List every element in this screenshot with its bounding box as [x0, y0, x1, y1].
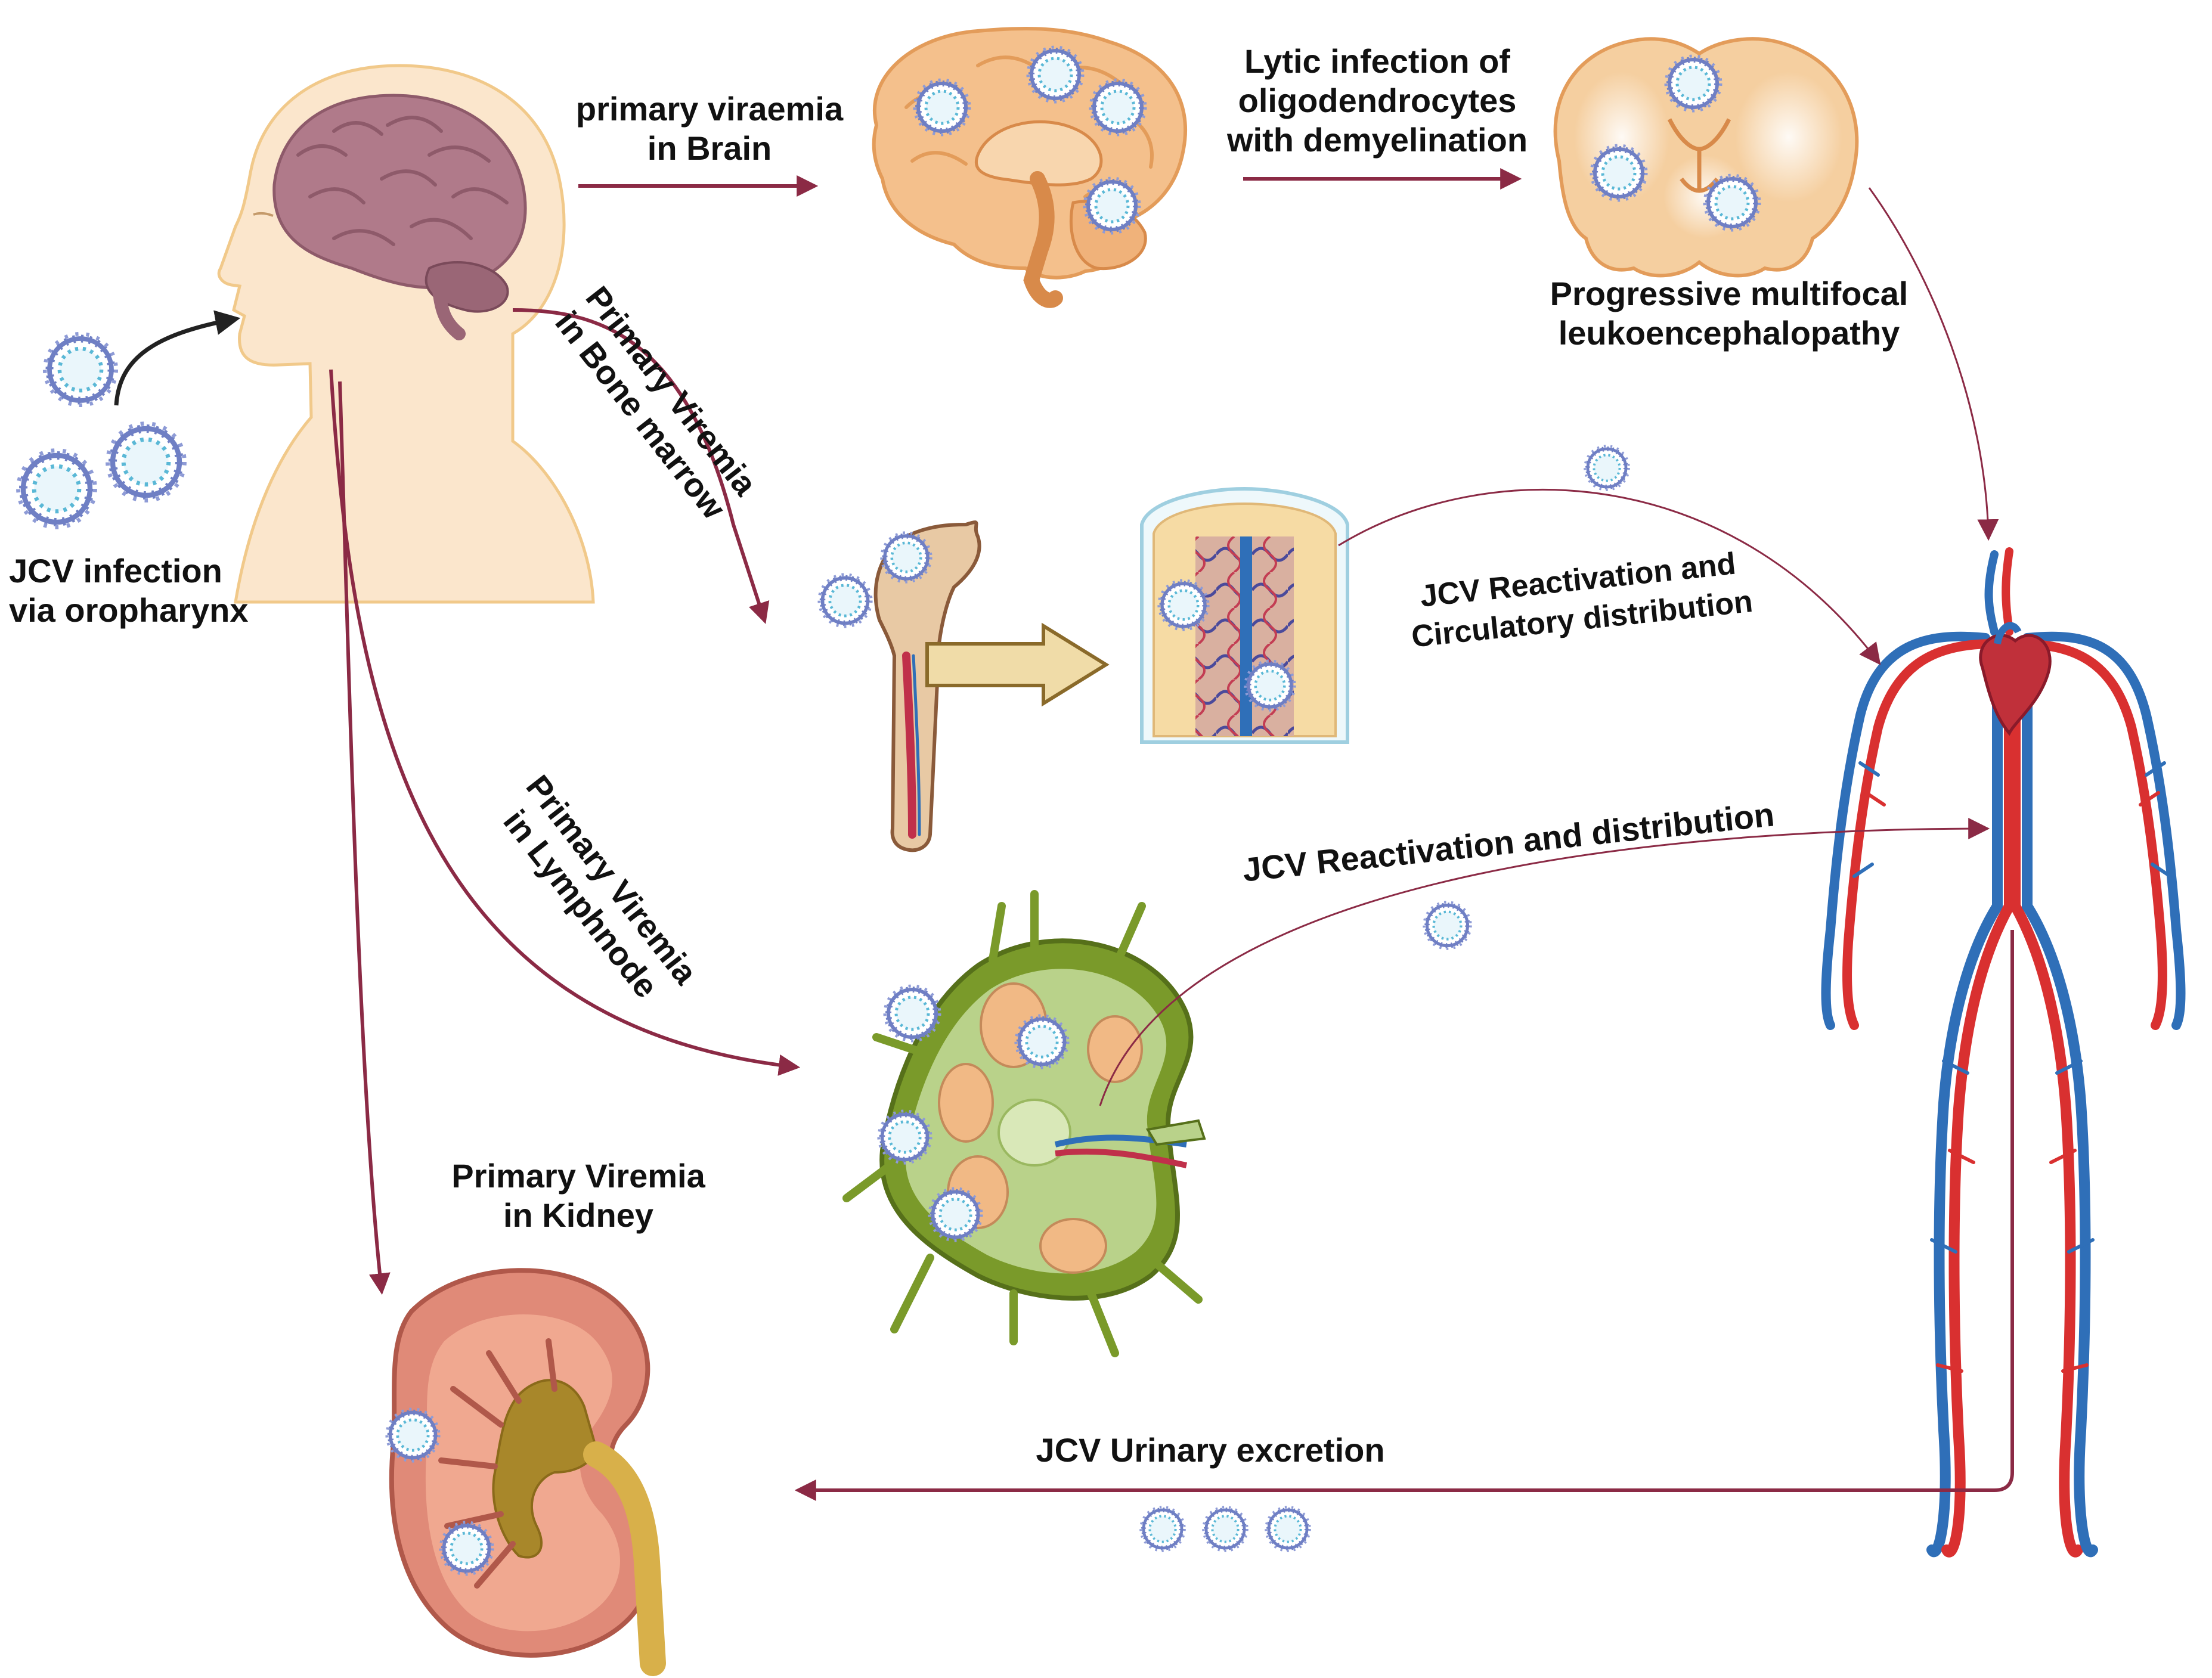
- kidney-icon: [387, 1268, 666, 1676]
- bone-marrow-transition-arrow: [925, 622, 1110, 707]
- lytic-infection-label: Lytic infection of oligodendrocytes with…: [1226, 42, 1528, 159]
- jcv-infection-label: JCV infection via oropharynx: [9, 552, 249, 629]
- human-head-icon: [217, 64, 595, 604]
- urinary-excretion-label: JCV Urinary excretion: [1036, 1431, 1385, 1469]
- lymph-node-icon: [842, 890, 1206, 1357]
- circulatory-system-icon: [1821, 547, 2186, 1558]
- bone-marrow-section-icon: [1140, 486, 1349, 744]
- brain-coronal-icon: [1553, 37, 1859, 278]
- infection-arrow: [114, 310, 241, 406]
- brain-sagittal-icon: [872, 27, 1188, 308]
- jc-virus-icon: [18, 334, 185, 527]
- pml-label: Progressive multifocal leukoencephalopat…: [1550, 275, 1909, 352]
- primary-viremia-kidney-label: Primary Viremia in Kidney: [451, 1157, 705, 1234]
- primary-viraemia-brain-label: primary viraemia in Brain: [575, 90, 844, 167]
- pathway-arrows: [329, 168, 2014, 1501]
